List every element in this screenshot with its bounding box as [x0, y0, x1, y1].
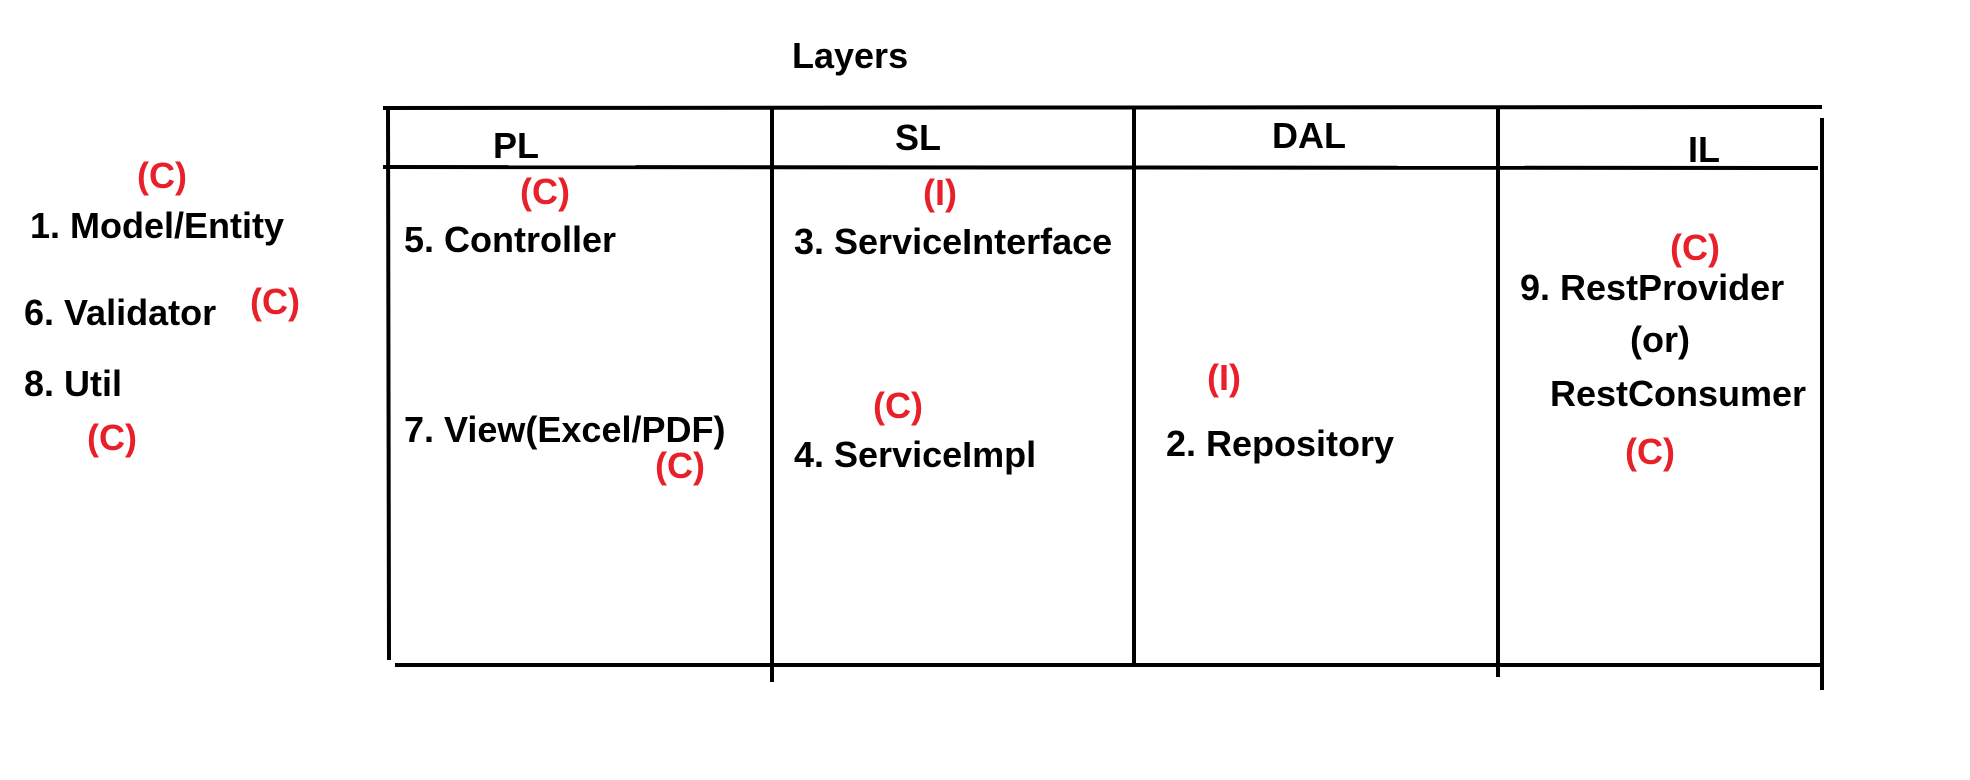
column-header-pl: PL	[493, 125, 540, 166]
class-tag-view: (C)	[655, 445, 705, 486]
item-repository: 2. Repository	[1166, 423, 1395, 464]
diagram-title: Layers	[792, 35, 909, 76]
table-top-border	[382, 105, 1823, 110]
item-rest-consumer: RestConsumer	[1550, 373, 1807, 414]
class-tag-rest-provider: (C)	[1670, 227, 1720, 268]
class-tag-util: (C)	[87, 417, 137, 458]
class-tag-rest-consumer: (C)	[1625, 431, 1675, 472]
interface-tag-repository: (I)	[1207, 357, 1241, 398]
column-header-dal: DAL	[1272, 115, 1346, 156]
item-service-impl: 4. ServiceImpl	[794, 434, 1037, 475]
table-left-border	[386, 107, 391, 661]
item-util: 8. Util	[24, 363, 123, 404]
class-tag-service-impl: (C)	[873, 385, 923, 426]
item-controller: 5. Controller	[404, 219, 617, 260]
item-or: (or)	[1630, 319, 1690, 360]
item-service-interface: 3. ServiceInterface	[794, 221, 1113, 262]
class-tag-validator: (C)	[250, 281, 300, 322]
item-rest-provider: 9. RestProvider	[1520, 267, 1785, 308]
item-view-excel-pdf: 7. View(Excel/PDF)	[404, 409, 726, 450]
column-header-sl: SL	[895, 117, 942, 158]
item-validator: 6. Validator	[24, 292, 217, 333]
class-tag-model: (C)	[137, 155, 187, 196]
item-model-entity: 1. Model/Entity	[30, 205, 285, 246]
column-header-il: IL	[1688, 129, 1720, 170]
class-tag-controller: (C)	[520, 171, 570, 212]
interface-tag-service-interface: (I)	[923, 172, 957, 213]
table-header-separator	[382, 165, 1819, 170]
